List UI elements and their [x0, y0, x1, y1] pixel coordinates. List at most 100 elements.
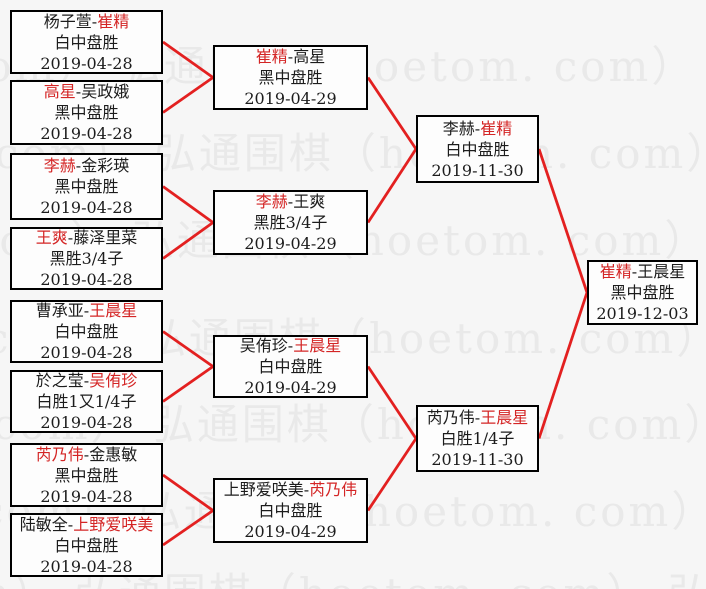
player-name-winner: 崔精: [480, 118, 513, 138]
player-name-winner: 李赫: [255, 192, 288, 211]
match-players: 上野爱咲美-芮乃伟: [224, 479, 357, 500]
bracket-line-r16_7-to-qf_4: [162, 473, 214, 512]
match-result: 白中盘胜: [445, 139, 510, 159]
player-name: 王晨星: [637, 262, 686, 281]
match-result: 黑中盘胜: [258, 68, 323, 87]
player-name: 杨子萱: [43, 11, 92, 31]
player-separator: -: [83, 301, 90, 320]
match-result: 黑中盘胜: [54, 103, 119, 122]
match-date: 2019-04-28: [40, 53, 133, 73]
bracket-line-r16_6-to-qf_3: [162, 365, 214, 403]
match-players: 崔精-王晨星: [600, 261, 685, 282]
match-players: 李赫-崔精: [443, 118, 512, 139]
match-date: 2019-04-28: [40, 270, 133, 289]
match-date: 2019-04-29: [244, 89, 337, 108]
match-players: 於之莹-吴侑珍: [36, 370, 137, 391]
match-date: 2019-11-30: [431, 160, 524, 180]
match-result: 白中盘胜: [54, 322, 119, 341]
player-name-winner: 王晨星: [293, 336, 342, 355]
match-result: 黑胜3/4子: [253, 213, 328, 232]
player-separator: -: [83, 444, 90, 464]
bracket-line-r16_4-to-qf_2: [162, 221, 214, 260]
player-separator: -: [631, 262, 638, 281]
match-players: 陆敏全-上野爱咲美: [20, 514, 153, 535]
match-box-qf_3: 吴侑珍-王晨星白中盘胜 2019-04-29: [213, 335, 368, 398]
match-result: 黑中盘胜: [54, 465, 119, 485]
player-separator: -: [75, 82, 82, 101]
match-date: 2019-04-29: [244, 522, 337, 541]
player-name: 於之莹: [35, 371, 84, 390]
player-name-winner: 吴侑珍: [89, 371, 138, 390]
match-box-qf_4: 上野爱咲美-芮乃伟白中盘胜 2019-04-29: [213, 478, 368, 543]
player-name-winner: 王爽: [35, 228, 68, 247]
player-separator: -: [303, 480, 310, 499]
player-name: 高星: [293, 47, 326, 66]
player-separator: -: [83, 371, 90, 390]
match-date: 2019-11-30: [431, 450, 524, 469]
match-date: 2019-04-28: [40, 486, 133, 506]
bracket-line-sf_2-to-f_1: [537, 292, 589, 439]
match-date: 2019-04-28: [40, 343, 133, 362]
bracket-line-qf_2-to-sf_1: [366, 148, 418, 224]
bracket-line-qf_1-to-sf_1: [366, 76, 418, 150]
match-result: 白中盘胜: [54, 535, 119, 555]
bracket-line-sf_1-to-f_1: [537, 148, 589, 293]
bracket-line-r16_8-to-qf_4: [162, 509, 214, 547]
player-separator: -: [474, 118, 481, 138]
match-players: 崔精-高星: [256, 46, 325, 67]
match-result: 白胜1又1/4子: [36, 392, 137, 411]
match-date: 2019-12-03: [596, 304, 689, 323]
player-name: 金彩瑛: [81, 156, 130, 175]
match-date: 2019-04-28: [40, 413, 133, 432]
match-result: 白中盘胜: [258, 501, 323, 520]
match-players: 高星-吴政娥: [44, 81, 129, 102]
player-separator: -: [75, 156, 82, 175]
player-separator: -: [287, 336, 294, 355]
player-name-winner: 芮乃伟: [35, 444, 84, 464]
player-separator: -: [287, 192, 294, 211]
player-name-winner: 高星: [43, 82, 76, 101]
bracket-line-r16_2-to-qf_1: [162, 76, 214, 114]
match-players: 曹承亚-王晨星: [36, 300, 137, 321]
bracket-line-qf_3-to-sf_2: [366, 365, 418, 440]
match-result: 黑中盘胜: [610, 283, 675, 302]
match-result: 白中盘胜: [258, 357, 323, 376]
bracket-line-r16_5-to-qf_3: [162, 330, 214, 368]
match-result: 黑胜3/4子: [49, 249, 124, 268]
player-name: 吴侑珍: [239, 336, 288, 355]
player-separator: -: [67, 514, 74, 534]
match-date: 2019-04-28: [40, 556, 133, 576]
player-separator: -: [287, 47, 294, 66]
player-separator: -: [474, 408, 481, 427]
match-players: 芮乃伟-金惠敏: [36, 444, 137, 465]
player-name: 曹承亚: [35, 301, 84, 320]
match-date: 2019-04-29: [244, 378, 337, 397]
player-name-winner: 崔精: [97, 11, 130, 31]
player-name: 芮乃伟: [426, 408, 475, 427]
player-name-winner: 王晨星: [89, 301, 138, 320]
bracket-line-r16_3-to-qf_2: [162, 185, 214, 224]
bracket-line-r16_1-to-qf_1: [162, 40, 214, 79]
player-name-winner: 崔精: [255, 47, 288, 66]
player-name: 吴政娥: [81, 82, 130, 101]
match-players: 李赫-金彩瑛: [44, 155, 129, 176]
player-name-winner: 上野爱咲美: [73, 514, 154, 534]
player-name-winner: 芮乃伟: [309, 480, 358, 499]
player-name-winner: 李赫: [43, 156, 76, 175]
player-name-winner: 崔精: [599, 262, 632, 281]
match-date: 2019-04-28: [40, 124, 133, 143]
